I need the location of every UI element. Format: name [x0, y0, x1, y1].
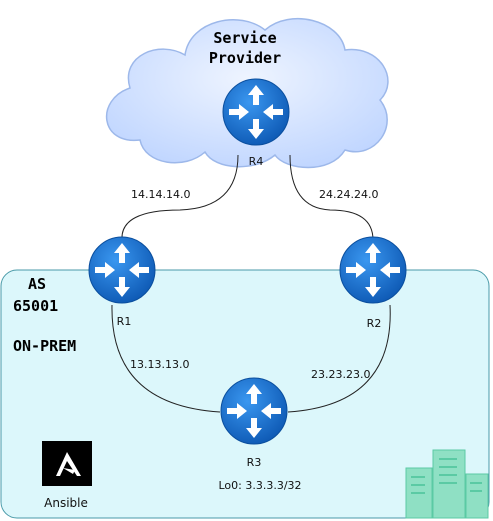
- link-label-r1-r3: 13.13.13.0: [130, 358, 189, 371]
- link-r2-r4: [289, 154, 374, 241]
- router-r3[interactable]: [220, 377, 288, 445]
- router-r3-loopback: Lo0: 3.3.3.3/32: [218, 479, 301, 492]
- link-r1-r4: [121, 154, 239, 241]
- router-r1-label: R1: [117, 315, 132, 328]
- cloud-title-line2: Provider: [209, 49, 281, 67]
- cloud-title-line1: Service: [213, 29, 276, 47]
- ansible-label: Ansible: [44, 496, 88, 510]
- link-label-r1-r4: 14.14.14.0: [131, 188, 190, 201]
- links: [111, 154, 391, 413]
- link-r2-r3: [287, 304, 391, 413]
- router-r2-label: R2: [367, 317, 382, 330]
- router-r4[interactable]: [222, 78, 290, 146]
- router-r4-label: R4: [249, 155, 264, 168]
- router-r1[interactable]: [88, 236, 156, 304]
- link-label-r2-r4: 24.24.24.0: [319, 188, 378, 201]
- link-r1-r3: [111, 304, 221, 413]
- server-rack-icon: [405, 449, 489, 519]
- router-r3-label: R3: [247, 456, 262, 469]
- router-r2[interactable]: [339, 236, 407, 304]
- ansible-logo-icon: [42, 441, 92, 486]
- as-label: AS: [28, 275, 46, 293]
- link-label-r2-r3: 23.23.23.0: [311, 368, 370, 381]
- onprem-label: ON-PREM: [13, 337, 76, 355]
- as-number: 65001: [13, 297, 58, 315]
